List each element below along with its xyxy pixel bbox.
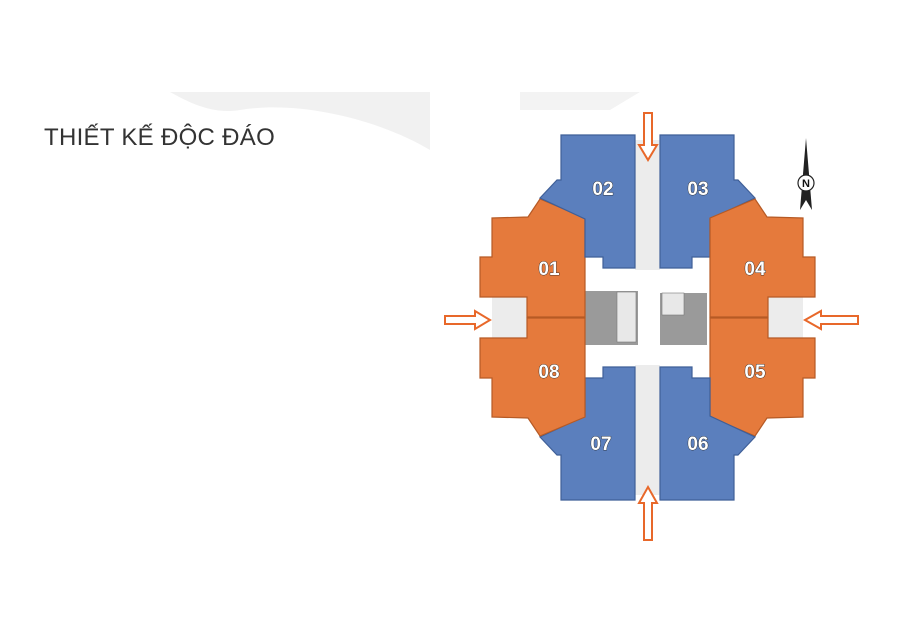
- corridor-south: [635, 365, 660, 495]
- unit-03[interactable]: 03: [659, 134, 757, 269]
- entrance-arrow-north: [637, 112, 659, 162]
- unit-shape: [479, 317, 586, 437]
- entrance-arrow-west: [444, 309, 492, 331]
- unit-shape: [709, 317, 816, 437]
- north-arrow-icon: N: [797, 138, 815, 210]
- page-title: THIẾT KẾ ĐỘC ĐÁO: [44, 124, 276, 151]
- corridor-west: [492, 297, 528, 338]
- unit-shape: [659, 366, 757, 501]
- unit-label: 04: [744, 259, 766, 280]
- background-swoosh: [520, 92, 640, 110]
- unit-01[interactable]: 01: [479, 198, 586, 318]
- unit-shape: [709, 198, 816, 318]
- background-swoosh: [170, 92, 430, 150]
- corridor-north: [635, 140, 660, 270]
- unit-label: 03: [687, 179, 708, 200]
- unit-label: 02: [592, 179, 613, 200]
- unit-04[interactable]: 04: [709, 198, 816, 318]
- unit-label: 07: [590, 434, 611, 455]
- unit-shape: [538, 134, 636, 269]
- unit-06[interactable]: 06: [659, 366, 757, 501]
- unit-label: 06: [687, 434, 708, 455]
- unit-label: 05: [744, 362, 766, 383]
- core-elevators-left: [616, 291, 637, 343]
- unit-shape: [479, 198, 586, 318]
- unit-label: 01: [538, 259, 560, 280]
- unit-02[interactable]: 02: [538, 134, 636, 269]
- compass-label: N: [802, 178, 810, 190]
- corridor-east: [767, 297, 803, 338]
- unit-label: 08: [538, 362, 559, 383]
- core-elevators-right: [661, 292, 685, 316]
- unit-08[interactable]: 08: [479, 317, 586, 437]
- entrance-arrow-south: [637, 484, 659, 541]
- unit-05[interactable]: 05: [709, 317, 816, 437]
- entrance-arrow-east: [802, 309, 859, 331]
